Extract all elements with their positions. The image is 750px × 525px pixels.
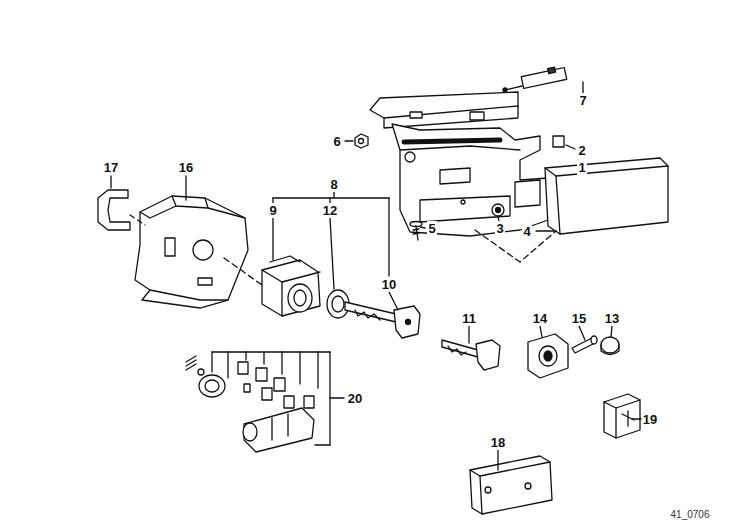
leader-line — [540, 326, 542, 337]
leader-line — [632, 418, 641, 419]
callout-number: 12 — [322, 203, 338, 218]
leader-line — [272, 218, 273, 260]
tumbler-set — [186, 352, 344, 452]
grommet-part — [492, 204, 504, 216]
callout-number: 3 — [495, 221, 504, 236]
leader-line — [389, 292, 398, 310]
leader-line — [185, 176, 186, 200]
rod-part — [503, 67, 567, 92]
callout-number: 4 — [522, 224, 531, 239]
callout-number: 14 — [532, 311, 548, 326]
dashed-line — [475, 230, 556, 262]
key-part — [442, 340, 500, 370]
callout-number: 20 — [347, 391, 363, 406]
callout-number: 7 — [578, 93, 587, 108]
handle-carrier — [370, 92, 548, 236]
leader-line — [468, 326, 469, 343]
callout-number: 8 — [329, 177, 338, 192]
callout-number: 19 — [642, 412, 658, 427]
callout-number: 18 — [490, 435, 506, 450]
leader-line — [566, 145, 575, 149]
cover-plate — [470, 456, 552, 514]
leader-line — [420, 227, 425, 228]
figure-code: 41_0706 — [670, 507, 711, 522]
lock-housing — [528, 334, 568, 378]
callout-number: 15 — [571, 311, 587, 326]
leader-line — [330, 218, 334, 289]
callout-number: 1 — [577, 160, 586, 175]
callout-number: 6 — [332, 134, 341, 149]
handle-cover — [545, 158, 668, 234]
lock-cylinder — [262, 256, 320, 316]
clip-part — [553, 136, 564, 147]
nut-part — [355, 134, 368, 148]
callout-number: 17 — [103, 160, 119, 175]
leader-line — [582, 82, 583, 93]
leader-line — [345, 140, 353, 141]
callout-number: 10 — [381, 277, 397, 292]
leader-line — [536, 230, 556, 231]
leader-line — [497, 450, 498, 470]
callout-number: 9 — [268, 203, 277, 218]
dashed-line — [130, 215, 145, 225]
leader-line — [611, 326, 612, 337]
lock-bracket — [135, 196, 248, 308]
callout-number: 13 — [604, 311, 620, 326]
callout-number: 11 — [461, 311, 477, 326]
callout-number: 5 — [427, 221, 436, 236]
callout-number: 16 — [178, 160, 194, 175]
key-part — [345, 302, 420, 338]
lock-cover — [604, 394, 640, 438]
dashed-line — [224, 258, 262, 285]
cap-part — [601, 337, 619, 355]
callout-number: 2 — [577, 143, 586, 158]
clip-part — [98, 190, 130, 230]
leader-line — [579, 326, 585, 340]
leader-line — [110, 176, 111, 188]
screw-part — [410, 222, 422, 241]
